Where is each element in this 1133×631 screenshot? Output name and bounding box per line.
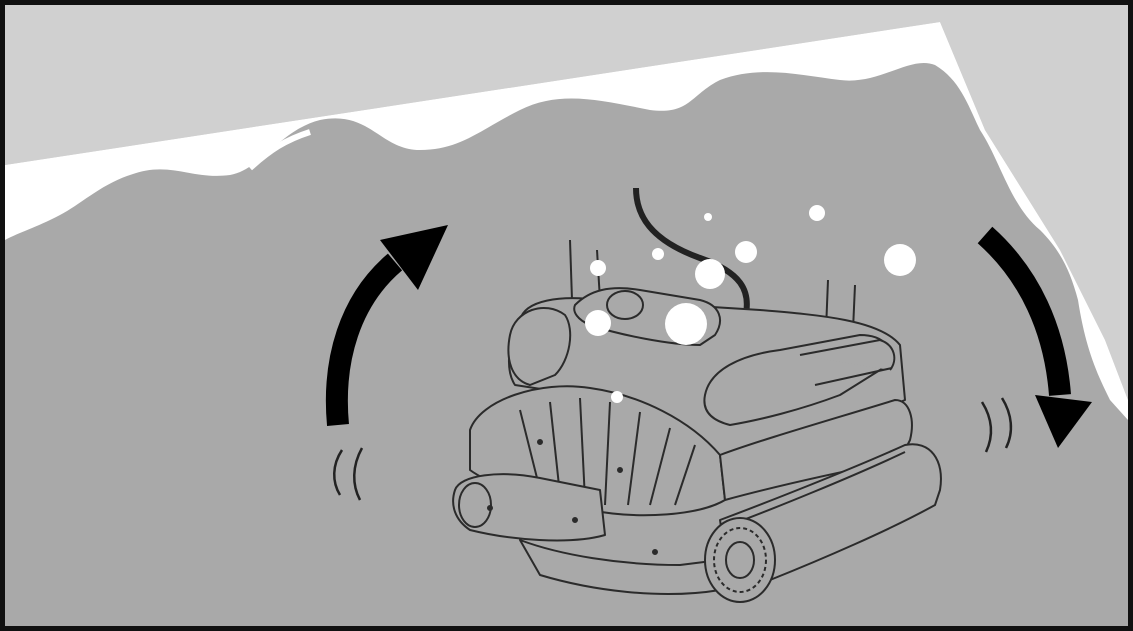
pool-cleaner-robot-icon [452,239,942,603]
power-cable-icon [633,187,750,319]
motion-lines-icon [333,447,364,501]
foam-ripple [247,129,311,171]
pool-wall-upper [5,5,1128,400]
curved-arrow-up-icon [325,225,448,427]
air-bubble-icon [585,205,916,403]
motion-lines-icon [980,397,1013,453]
curved-arrow-down-icon [977,226,1092,448]
pool-cleaner-illustration [5,5,1128,626]
